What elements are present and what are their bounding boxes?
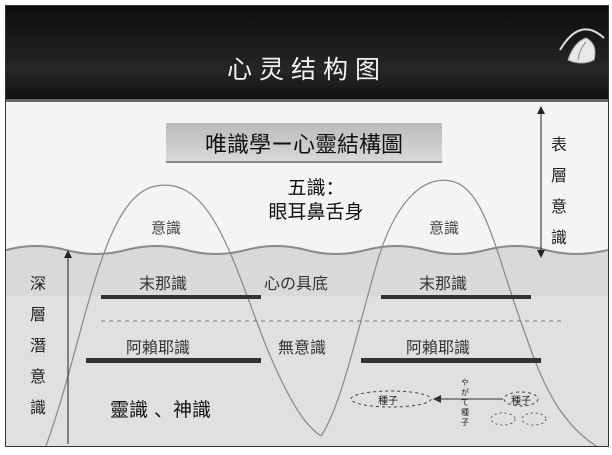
five-senses-text: 眼耳鼻舌身	[268, 201, 364, 223]
deep-subconscious-label: 深 層 潛 意 識	[27, 268, 49, 423]
header-divider	[6, 99, 608, 102]
seed-label-right: 種子	[511, 396, 531, 407]
deep-char-5: 識	[29, 398, 46, 417]
deep-arrow-head-up	[64, 250, 72, 258]
page-title: 心灵结构图	[226, 55, 387, 84]
lotus-logo	[559, 28, 605, 64]
mind-label-right: 意識	[429, 219, 460, 237]
deep-char-2: 層	[29, 305, 46, 324]
waterline	[6, 245, 608, 255]
mind-label-left: 意識	[151, 219, 182, 237]
seed-arrow-head	[433, 395, 441, 403]
slide: 心灵结构图 唯識學ー心靈結構圖	[5, 5, 609, 447]
surface-arrow-head-up	[537, 106, 545, 114]
alaya-label-left: 阿賴耶識	[126, 338, 191, 357]
deep-char-3: 潛	[29, 336, 46, 355]
diagram-subtitle: 唯識學ー心靈結構圖	[204, 133, 403, 158]
seed-arrow-text: やがて種子	[461, 378, 469, 427]
header-bar: 心灵结构图	[6, 6, 608, 99]
center-upper-label: 心の具底	[264, 274, 329, 293]
surface-char-4: 識	[550, 228, 567, 247]
mind-curve-left	[45, 184, 322, 446]
mind-curve-right	[320, 179, 597, 446]
deep-char-4: 意	[29, 367, 46, 386]
seed-ellipse-right	[503, 391, 539, 407]
seed-ellipse-small-1	[490, 412, 516, 426]
surface-char-2: 層	[550, 166, 567, 185]
spirit-consciousness-label: 靈識 、神識	[110, 399, 212, 421]
manas-label-left: 末那識	[139, 274, 188, 293]
alaya-label-right: 阿賴耶識	[406, 338, 471, 357]
five-consciousness-title: 五識：	[287, 177, 345, 199]
manas-bar-right	[381, 295, 531, 299]
five-consciousness-label: 五識： 眼耳鼻舌身	[246, 176, 386, 224]
surface-char-1: 表	[550, 135, 567, 154]
seed-ellipse-small-2	[521, 412, 547, 426]
manas-bar-left	[101, 295, 261, 299]
seed-label-left: 種子	[378, 396, 398, 407]
deep-char-1: 深	[29, 274, 46, 293]
seed-ellipse-left	[350, 390, 432, 408]
subtitle-box	[166, 123, 442, 163]
surface-consciousness-label: 表 層 意 識	[548, 129, 570, 253]
center-lower-label: 無意識	[278, 338, 327, 357]
surface-char-3: 意	[550, 197, 567, 216]
diagram-canvas	[6, 106, 608, 446]
alaya-bar-left	[86, 358, 261, 363]
deep-zone	[6, 296, 608, 446]
surface-arrow-head-down	[537, 250, 545, 258]
manas-label-right: 末那識	[419, 274, 468, 293]
alaya-bar-right	[361, 358, 541, 363]
